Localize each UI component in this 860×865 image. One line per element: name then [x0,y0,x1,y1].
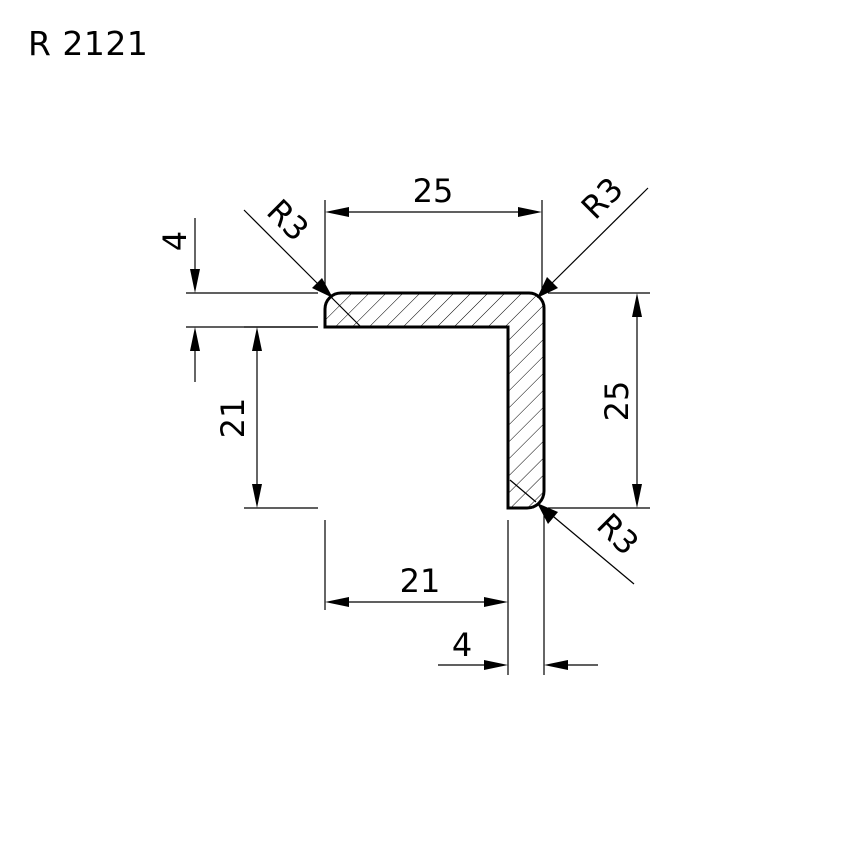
drawing-title: R 2121 [28,24,149,63]
dim-top-thickness: 4 [156,218,318,382]
dim-right-thickness: 4 [438,512,598,675]
dim-top-width-label: 25 [413,172,454,210]
dim-bottom-width: 21 [324,520,509,675]
dim-top-thickness-label: 4 [156,231,194,251]
dim-radius-top-right: R3 [537,170,649,298]
dim-bottom-width-label: 21 [400,562,441,600]
dim-left-height-label: 21 [214,398,252,439]
dim-top-width: 25 [324,172,543,290]
dim-left-height: 21 [214,326,318,509]
dim-radius-top-left-label: R3 [259,192,316,249]
dim-right-height: 25 [548,292,650,509]
dim-right-height-label: 25 [598,381,636,422]
profile-section [323,291,546,510]
dim-radius-top-right-label: R3 [574,170,631,227]
dim-right-thickness-label: 4 [452,626,472,664]
